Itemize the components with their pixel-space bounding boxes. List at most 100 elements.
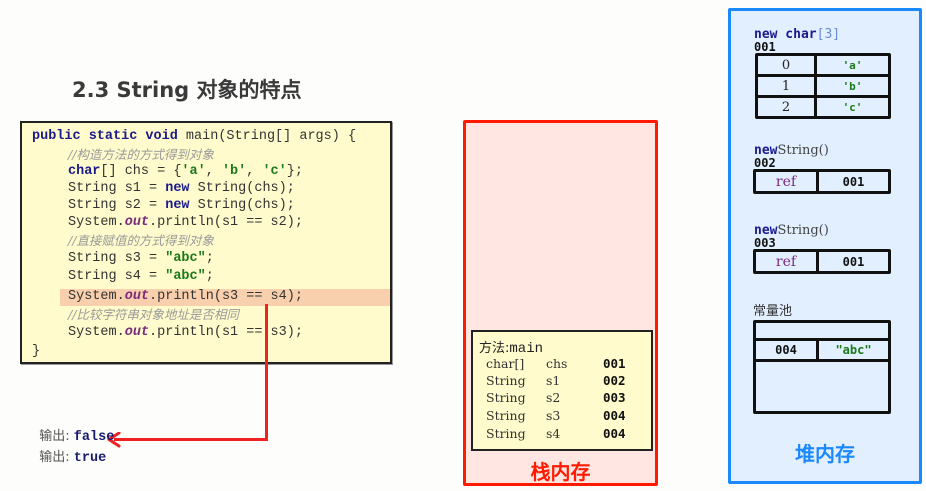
new-keyword: new xyxy=(754,143,778,158)
code-literal: 'c' xyxy=(262,164,287,179)
heap-label: 堆内存 xyxy=(795,442,855,466)
array-value: 'b' xyxy=(817,77,888,95)
char-array-size: [3] xyxy=(816,27,841,42)
arrow-line-horizontal xyxy=(114,438,268,441)
output-label: 输出: xyxy=(39,450,70,465)
code-text: String s4 = xyxy=(68,269,166,284)
var-type: String xyxy=(486,390,526,405)
output-label: 输出: xyxy=(39,429,70,444)
frame-method-name: main xyxy=(509,341,543,357)
var-addr: 003 xyxy=(603,390,626,405)
string-object-addr: 002 xyxy=(754,156,776,170)
char-array-addr: 001 xyxy=(754,40,776,54)
code-text: String s2 = xyxy=(68,198,166,213)
array-value: 'a' xyxy=(817,56,888,74)
output-value: false xyxy=(73,430,115,445)
var-name: s1 xyxy=(546,373,561,388)
code-line: System.out.println(s3 == s4); xyxy=(68,289,303,305)
string-object-header: newString() xyxy=(754,144,829,157)
highlighted-line xyxy=(60,289,390,306)
array-index: 2 xyxy=(758,98,814,116)
output-line-2: 输出: true xyxy=(31,431,106,466)
heap-memory: new char[3] 001 0 'a' 1 'b' 2 'c' newStr… xyxy=(728,8,922,484)
code-line: String s3 = "abc"; xyxy=(68,251,214,267)
var-name: chs xyxy=(546,356,568,371)
frame-row: char[] chs 001 xyxy=(486,356,646,373)
var-type: char[] xyxy=(486,356,525,371)
code-comment: //比较字符串对象地址是否相同 xyxy=(68,307,239,322)
code-literal: "abc" xyxy=(165,251,206,266)
code-text: , xyxy=(246,164,263,179)
stack-memory: 方法:main char[] chs 001 String s1 002 Str… xyxy=(463,120,658,486)
code-text: System. xyxy=(68,215,125,230)
code-text: out xyxy=(124,215,150,230)
string-object-addr: 003 xyxy=(754,236,776,250)
code-text: .println(s1 == s2); xyxy=(149,215,303,230)
code-line: //比较字符串对象地址是否相同 xyxy=(68,307,239,323)
code-line: } xyxy=(32,344,40,360)
string-object-table: ref 001 xyxy=(753,249,891,274)
code-text: ; xyxy=(205,269,214,284)
var-name: s3 xyxy=(546,408,561,423)
code-block: public static void main(String[] args) {… xyxy=(20,121,392,364)
code-text: .println(s3 == s4); xyxy=(149,289,303,304)
array-index: 0 xyxy=(758,56,814,74)
new-keyword: new xyxy=(754,223,778,238)
var-type: String xyxy=(486,408,526,423)
ref-label: ref xyxy=(756,172,816,191)
code-line: public static void main(String[] args) { xyxy=(32,129,356,145)
frame-row: String s2 003 xyxy=(486,390,646,407)
code-line: String s2 = new String(chs); xyxy=(68,198,295,214)
code-text: System. xyxy=(68,325,125,340)
var-addr: 002 xyxy=(603,373,626,388)
char-array-header: new char[3] xyxy=(754,28,840,41)
code-line: String s1 = new String(chs); xyxy=(68,181,295,197)
stack-frame-main: 方法:main char[] chs 001 String s1 002 Str… xyxy=(471,330,653,451)
char-array-keyword: new char xyxy=(754,27,817,42)
frame-title-prefix: 方法: xyxy=(479,341,510,356)
char-array-table: 0 'a' 1 'b' 2 'c' xyxy=(755,53,891,119)
frame-row: String s1 002 xyxy=(486,373,646,390)
code-literal: 'a' xyxy=(181,164,206,179)
ref-value: 001 xyxy=(819,172,888,191)
constructor-name: String() xyxy=(777,143,829,158)
stack-label: 栈内存 xyxy=(530,460,591,484)
string-object-table: ref 001 xyxy=(753,169,891,194)
code-literal: 'b' xyxy=(221,164,247,179)
code-text: String(chs); xyxy=(189,181,295,196)
code-text: } xyxy=(32,344,41,359)
output-value: true xyxy=(73,451,107,466)
code-text: out xyxy=(124,289,150,304)
code-literal: "abc" xyxy=(165,269,206,284)
var-addr: 001 xyxy=(603,356,626,371)
code-text: String s1 = xyxy=(68,181,166,196)
code-line: System.out.println(s1 == s2); xyxy=(68,215,303,231)
code-text: .println(s1 == s3); xyxy=(149,325,303,340)
array-index: 1 xyxy=(758,77,814,95)
code-comment: //直接赋值的方式得到对象 xyxy=(68,233,214,248)
var-addr: 004 xyxy=(603,426,626,441)
code-text: String s3 = xyxy=(68,251,166,266)
constant-pool-table: 004 "abc" xyxy=(753,320,891,414)
arrow-line-vertical xyxy=(265,304,268,441)
frame-row: String s4 004 xyxy=(486,426,646,443)
code-line: //构造方法的方式得到对象 xyxy=(68,147,214,163)
var-type: String xyxy=(486,426,526,441)
code-keyword: new xyxy=(165,181,190,196)
code-text: main(String[] args) { xyxy=(177,129,357,144)
var-addr: 004 xyxy=(603,408,626,423)
section-title: 2.3 String 对象的特点 xyxy=(72,78,302,102)
pool-entry-addr: 004 xyxy=(756,341,816,359)
var-name: s2 xyxy=(546,390,561,405)
frame-row: String s3 004 xyxy=(486,408,646,425)
code-text: out xyxy=(124,325,150,340)
constructor-name: String() xyxy=(777,223,829,238)
code-line: String s4 = "abc"; xyxy=(68,269,214,285)
ref-value: 001 xyxy=(819,252,888,271)
string-object-header: newString() xyxy=(754,224,829,237)
array-value: 'c' xyxy=(817,98,888,116)
code-text: , xyxy=(205,164,222,179)
code-text: System. xyxy=(68,289,125,304)
code-line: //直接赋值的方式得到对象 xyxy=(68,233,214,249)
code-line: System.out.println(s1 == s3); xyxy=(68,325,303,341)
